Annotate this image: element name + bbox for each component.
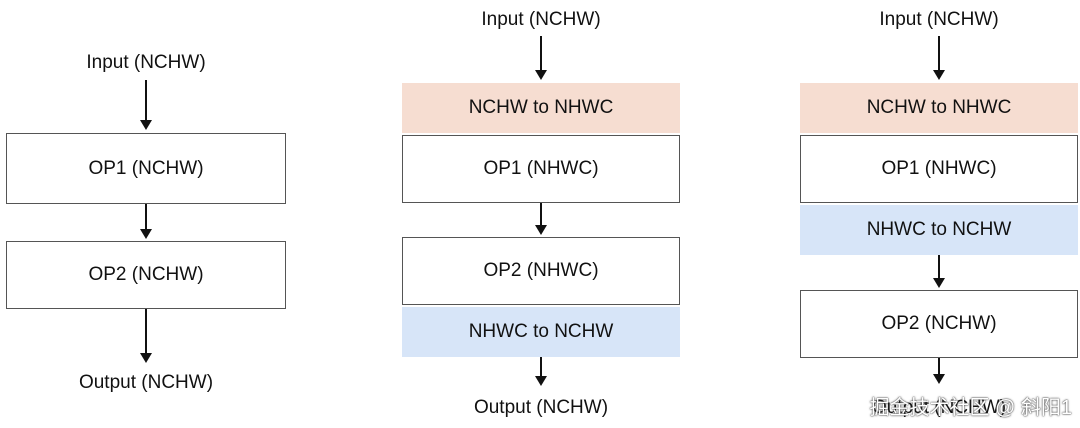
d1-input-label: Input (NCHW) [86,52,206,73]
d1-op2-label: OP2 (NCHW) [88,264,204,285]
d2-nchw-to-nhwc-label: NCHW to NHWC [468,97,614,118]
d2-arrow-input-convert [535,36,547,80]
d2-arrow-convert-output [535,357,547,386]
d3-op2-box: OP2 (NCHW) [800,290,1078,358]
d1-arrow-op2-output [140,309,152,363]
d2-nhwc-to-nchw-label: NHWC to NCHW [468,321,614,342]
d2-op1-label: OP1 (NHWC) [483,158,599,179]
d2-arrow-op1-op2 [535,203,547,235]
d3-op1-label: OP1 (NHWC) [881,158,997,179]
d1-op2-box: OP2 (NCHW) [6,241,286,309]
d2-op2-label: OP2 (NHWC) [483,260,599,281]
d3-arrow-convert-op2 [933,255,945,288]
d1-arrow-op1-op2 [140,204,152,239]
d3-nhwc-to-nchw-band: NHWC to NCHW [800,205,1078,255]
d2-nhwc-to-nchw-band: NHWC to NCHW [402,307,680,357]
d3-arrow-op2-output [933,358,945,384]
d3-nchw-to-nhwc-label: NCHW to NHWC [866,97,1012,118]
d2-op1-box: OP1 (NHWC) [402,135,680,203]
d2-op2-box: OP2 (NHWC) [402,237,680,305]
d1-output-label: Output (NCHW) [78,372,214,393]
d2-input-label: Input (NCHW) [481,9,601,30]
d3-op2-label: OP2 (NCHW) [881,313,997,334]
d3-nhwc-to-nchw-label: NHWC to NCHW [866,219,1012,240]
d1-arrow-input-op1 [140,80,152,130]
d2-nchw-to-nhwc-band: NCHW to NHWC [402,83,680,133]
d3-output-label: Output (NCHW) [871,397,1007,418]
d3-input-label: Input (NCHW) [879,9,999,30]
d3-arrow-input-convert [933,36,945,80]
d1-op1-box: OP1 (NCHW) [6,133,286,204]
d1-op1-label: OP1 (NCHW) [88,157,204,179]
d3-nchw-to-nhwc-band: NCHW to NHWC [800,83,1078,133]
d2-output-label: Output (NCHW) [473,397,609,418]
watermark-text: 掘金技术社区 @ 斜阳1 [869,397,1072,419]
d3-op1-box: OP1 (NHWC) [800,135,1078,203]
